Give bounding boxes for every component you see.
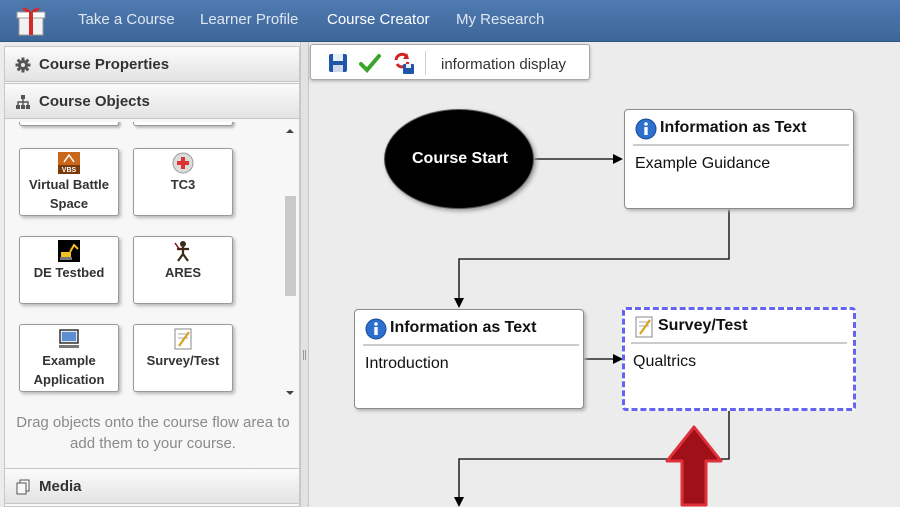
objects-scrollbar[interactable] (283, 122, 297, 400)
scroll-down-arrow-icon[interactable] (285, 388, 295, 398)
check-icon[interactable] (359, 52, 381, 74)
svg-text:VBS: VBS (62, 167, 77, 174)
nav-learner-profile[interactable]: Learner Profile (200, 11, 299, 28)
flow-node-title: Information as Text (660, 119, 807, 136)
object-label: DE Testbed (33, 265, 105, 280)
tc3-icon (172, 152, 194, 174)
media-label: Media (39, 478, 82, 495)
nav-take-a-course[interactable]: Take a Course (78, 11, 175, 28)
flow-node-divider (631, 342, 847, 344)
flow-node-introduction[interactable]: Information as Text Introduction (354, 309, 584, 409)
course-objects-header[interactable]: Course Objects (5, 83, 299, 119)
ares-figure-icon (174, 241, 189, 262)
toolbar-course-name[interactable]: information display (441, 56, 567, 73)
course-properties-header[interactable]: Course Properties (5, 46, 299, 82)
object-de-testbed[interactable]: DE Testbed (19, 236, 119, 304)
object-label: Virtual Battle Space (29, 177, 109, 211)
flow-node-divider (363, 344, 579, 346)
connector-survey-to-next (454, 409, 730, 507)
vbs-icon: VBS (58, 152, 80, 174)
course-objects-label: Course Objects (39, 93, 150, 110)
red-up-arrow-annotation-icon (665, 425, 723, 507)
scroll-up-arrow-icon[interactable] (285, 126, 295, 136)
media-header[interactable]: Media (5, 468, 299, 504)
survey-icon (174, 328, 192, 350)
object-card-partial[interactable] (19, 122, 119, 126)
connector-guidance-to-intro (454, 209, 730, 308)
computer-icon (59, 329, 79, 348)
toolbar-separator (425, 51, 426, 75)
gear-icon (15, 57, 31, 73)
course-toolbar: information display (310, 44, 590, 80)
course-objects-list[interactable]: VBS Virtual Battle Space TC3 DE Testbed (5, 122, 299, 400)
flow-node-survey-qualtrics[interactable]: Survey/Test Qualtrics (622, 307, 856, 411)
excavator-icon (58, 240, 80, 262)
object-tc3[interactable]: TC3 (133, 148, 233, 216)
nav-course-creator[interactable]: Course Creator (327, 11, 430, 28)
flow-connectors (454, 154, 730, 507)
info-icon (365, 318, 387, 340)
panel-splitter[interactable] (300, 42, 309, 507)
course-properties-label: Course Properties (39, 56, 170, 73)
survey-icon (635, 316, 653, 338)
object-label: Example Application (33, 353, 105, 387)
flow-node-title: Survey/Test (658, 317, 748, 334)
flow-node-example-guidance[interactable]: Information as Text Example Guidance (624, 109, 854, 209)
flow-node-text: Example Guidance (635, 155, 771, 172)
scroll-thumb[interactable] (285, 196, 296, 296)
media-pages-icon (16, 479, 30, 495)
object-label: Survey/Test (146, 353, 220, 368)
object-label: TC3 (170, 177, 196, 192)
object-label: ARES (164, 265, 202, 280)
info-icon (635, 118, 657, 140)
flow-node-title: Information as Text (390, 319, 537, 336)
top-navigation-bar: Take a Course Learner Profile Course Cre… (0, 0, 900, 42)
save-icon[interactable] (327, 52, 349, 74)
object-ares[interactable]: ARES (133, 236, 233, 304)
course-start-label: Course Start (411, 150, 509, 167)
flow-node-text: Introduction (365, 355, 449, 372)
object-card-partial[interactable] (133, 122, 233, 126)
gift-box-logo-icon[interactable] (14, 3, 48, 37)
object-virtual-battle-space[interactable]: VBS Virtual Battle Space (19, 148, 119, 216)
course-builder-side-panel: Course Properties Course Objects VBS Vir… (4, 46, 300, 507)
nav-my-research[interactable]: My Research (456, 11, 545, 28)
object-survey-test[interactable]: Survey/Test (133, 324, 233, 392)
hierarchy-icon (16, 95, 30, 109)
flow-node-divider (633, 144, 849, 146)
flow-node-text: Qualtrics (633, 353, 697, 370)
object-example-application[interactable]: Example Application (19, 324, 119, 392)
drag-hint-text: Drag objects onto the course flow area t… (16, 414, 290, 452)
splitter-grip-icon[interactable] (303, 350, 306, 360)
refresh-save-icon[interactable] (393, 52, 415, 74)
course-flow-canvas[interactable]: Course Start Information as Text Example… (309, 80, 900, 507)
course-start-node[interactable]: Course Start (384, 109, 534, 209)
